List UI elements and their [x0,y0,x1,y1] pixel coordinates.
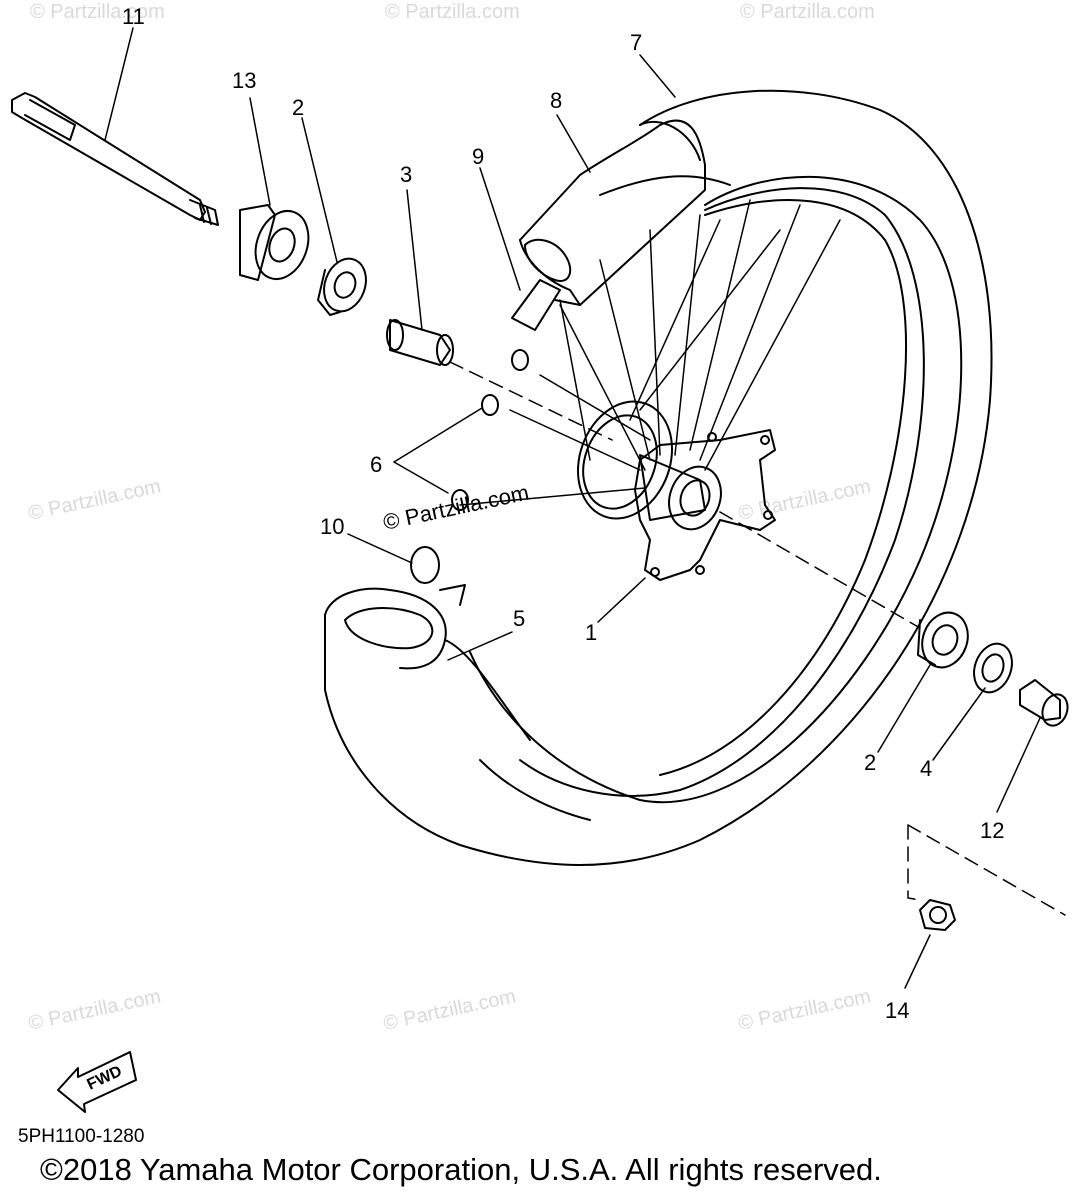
bearing-right [917,611,969,669]
callout-12: 12 [980,818,1004,843]
watermark: © Partzilla.com [30,1,165,23]
callout-2: 2 [292,95,304,120]
watermark: © Partzilla.com [736,985,872,1035]
rim-lip [599,175,731,196]
callout-11: 11 [122,4,145,29]
callout-4: 4 [920,756,932,781]
watermark: © Partzilla.com [385,1,520,23]
callout-5: 5 [513,606,525,631]
watermark: © Partzilla.com [26,475,162,525]
bearing-left [317,257,367,316]
callout-7: 7 [630,30,642,55]
watermark: © Partzilla.com [736,475,872,525]
callout-8: 8 [550,88,562,113]
spacer [386,319,454,366]
collar [239,204,310,281]
nut [919,899,956,931]
hub [576,400,776,581]
callout-2-right: 2 [864,750,876,775]
tube-lower-inner [344,607,434,650]
callout-9: 9 [472,144,484,169]
tube-upper [519,119,706,306]
valve-stem [511,279,561,331]
tire [324,89,993,866]
nipples [451,349,529,511]
rim-lip-2 [479,759,591,821]
collar-right [1019,679,1069,727]
watermark: © Partzilla.com [26,985,162,1035]
rim-inner [659,199,908,776]
callout-13: 13 [232,68,256,93]
spokes [459,199,841,506]
callout-3: 3 [400,162,412,187]
tube-lower [324,587,447,670]
callout-14: 14 [885,998,909,1023]
watermark: © Partzilla.com [740,1,875,23]
callout-10: 10 [320,514,344,539]
watermark: © Partzilla.com [381,985,517,1035]
callout-6: 6 [370,452,382,477]
seal [973,642,1013,694]
callout-1: 1 [585,620,597,645]
tire-sidewall [469,175,963,804]
center-watermark: © Partzilla.com [381,480,531,535]
valve-cap [410,546,466,606]
diagram-code: 5PH1100-1280 [18,1126,145,1147]
copyright-notice: ©2018 Yamaha Motor Corporation, U.S.A. A… [40,1152,882,1187]
leader-lines [104,27,1041,989]
rim [519,187,925,797]
forward-arrow-icon [57,1051,137,1113]
callout-numbers: 11 13 2 3 9 8 7 6 10 5 1 2 4 12 14 [122,4,1004,1023]
assembly-lines [449,361,1066,916]
axle [11,92,219,226]
